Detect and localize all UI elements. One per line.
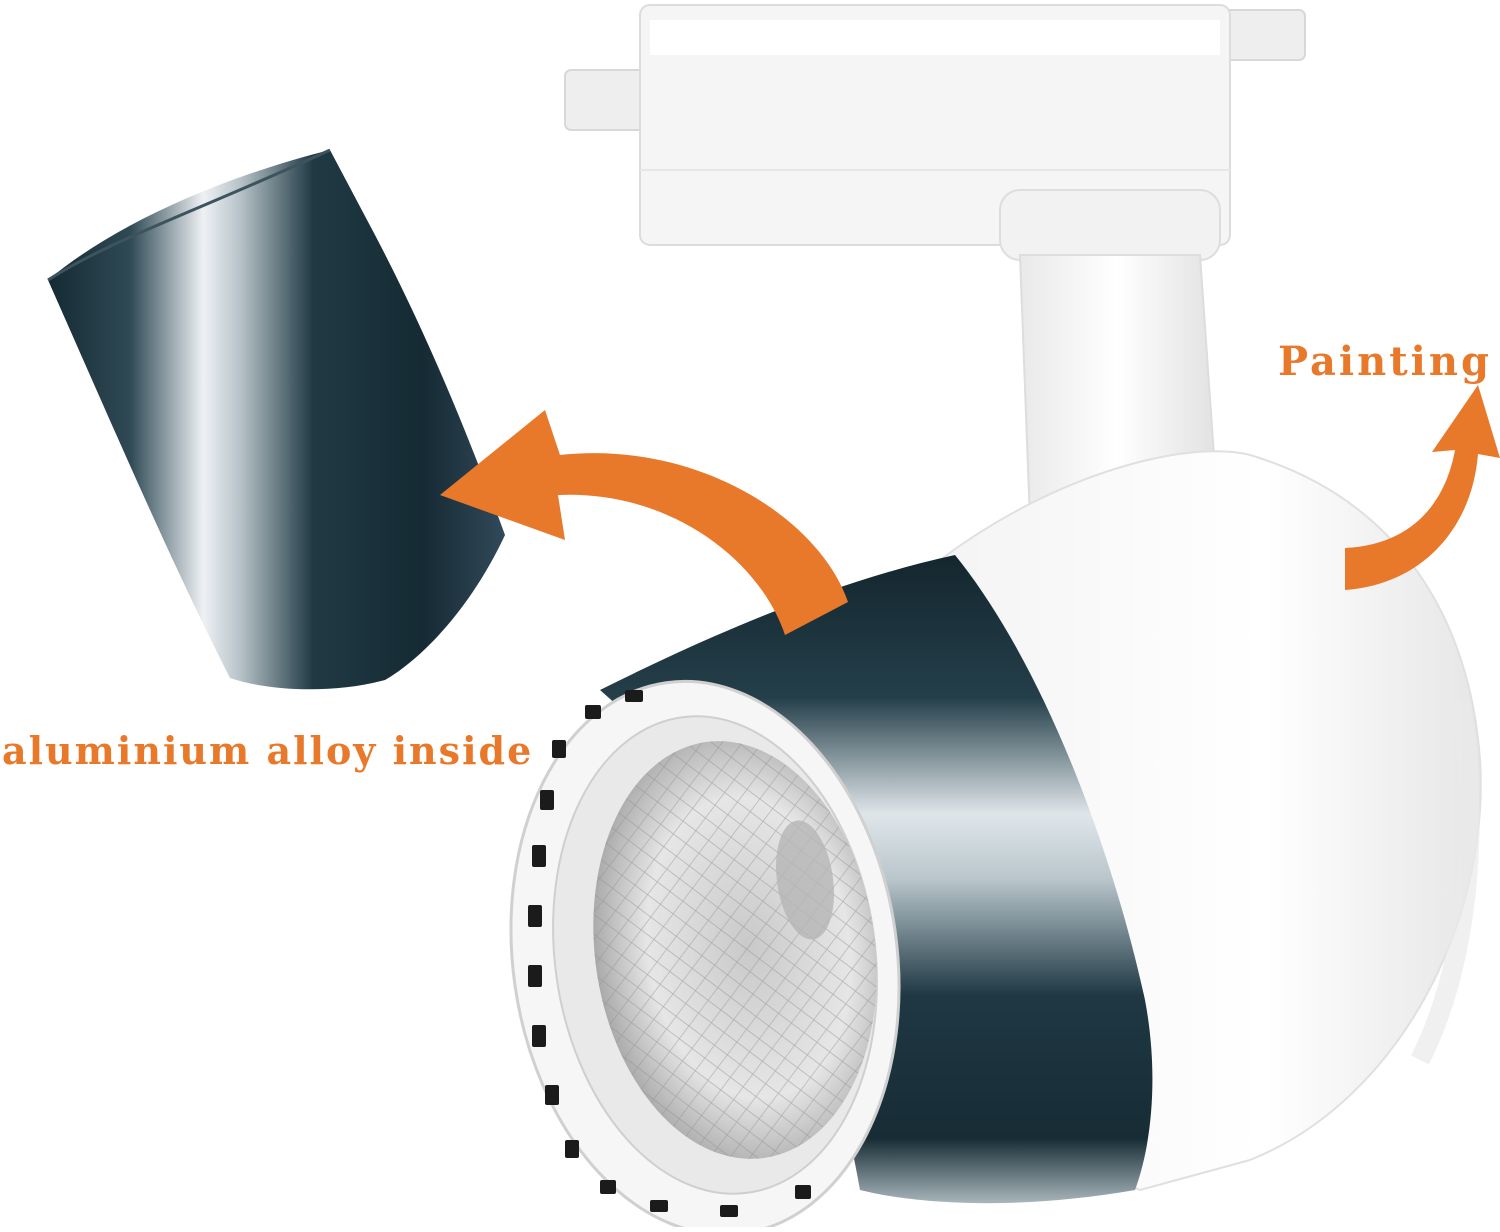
- painting-label: Painting: [1278, 338, 1492, 385]
- front-lens: [509, 679, 901, 1232]
- mount-stem: [999, 189, 1221, 522]
- track-adapter: [564, 4, 1306, 246]
- vent-slots: [528, 690, 811, 1217]
- curved-arrow-left-icon: [440, 410, 848, 635]
- aluminium-alloy-label: aluminium alloy inside: [2, 728, 534, 773]
- aluminium-shell: [47, 148, 505, 690]
- curved-arrow-right-icon: [1345, 385, 1500, 590]
